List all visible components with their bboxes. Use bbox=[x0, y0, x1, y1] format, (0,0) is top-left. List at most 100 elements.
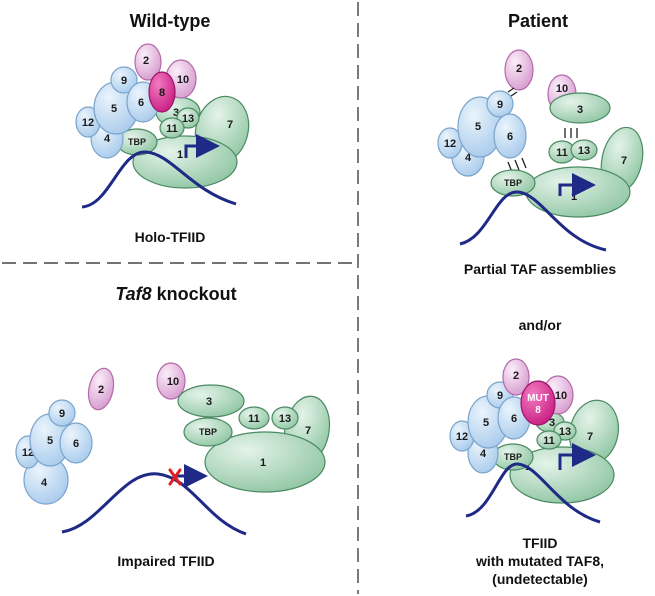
mut-label-line1: MUT bbox=[527, 393, 549, 404]
panel-title: Wild-type bbox=[130, 11, 211, 31]
panel-wildtype: Wild-type 7 1 3 13 11 TBP 4 12 5 9 6 10 … bbox=[75, 11, 250, 245]
panel-dividers bbox=[2, 2, 359, 594]
subunit-9: 9 bbox=[486, 90, 514, 118]
panel-caption: Impaired TFIID bbox=[117, 553, 214, 569]
subunit-2: 2 bbox=[504, 49, 534, 91]
svg-text:4: 4 bbox=[104, 133, 111, 145]
svg-text:6: 6 bbox=[73, 438, 79, 450]
svg-text:1: 1 bbox=[260, 457, 266, 469]
panel-title: Patient bbox=[508, 11, 568, 31]
subunit-3: 3 bbox=[177, 384, 245, 418]
transcription-arrow bbox=[558, 173, 596, 197]
svg-text:4: 4 bbox=[480, 448, 487, 460]
svg-text:3: 3 bbox=[549, 417, 555, 429]
svg-text:2: 2 bbox=[516, 63, 522, 75]
subunit-6: 6 bbox=[493, 113, 527, 159]
subunit-11: 11 bbox=[536, 430, 562, 450]
subunit-3: 3 bbox=[549, 92, 611, 124]
subunit-1: 1 bbox=[525, 166, 631, 218]
svg-text:6: 6 bbox=[138, 97, 144, 109]
svg-text:12: 12 bbox=[456, 431, 468, 443]
subunit-9: 9 bbox=[110, 66, 138, 94]
subunit-12: 12 bbox=[437, 127, 463, 159]
svg-text:13: 13 bbox=[182, 113, 194, 125]
svg-text:9: 9 bbox=[121, 75, 127, 87]
mutated-subunit-8: MUT 8 bbox=[520, 380, 556, 426]
svg-text:4: 4 bbox=[465, 152, 472, 164]
svg-text:13: 13 bbox=[578, 145, 590, 157]
svg-text:9: 9 bbox=[497, 99, 503, 111]
svg-text:7: 7 bbox=[587, 431, 593, 443]
svg-text:3: 3 bbox=[206, 396, 212, 408]
svg-text:1: 1 bbox=[571, 191, 577, 203]
svg-text:6: 6 bbox=[511, 413, 517, 425]
svg-text:TBP: TBP bbox=[199, 427, 217, 437]
subunit-13: 13 bbox=[570, 139, 598, 161]
svg-text:9: 9 bbox=[59, 408, 65, 420]
subunit-6: 6 bbox=[59, 422, 93, 464]
svg-text:5: 5 bbox=[47, 435, 53, 447]
subunit-10: 10 bbox=[156, 362, 186, 400]
connector-text: and/or bbox=[519, 317, 562, 333]
svg-text:3: 3 bbox=[577, 104, 583, 116]
subunit-8: 8 bbox=[148, 71, 176, 113]
svg-text:10: 10 bbox=[556, 83, 568, 95]
svg-text:6: 6 bbox=[507, 131, 513, 143]
panel-patient: Patient 2 10 4 12 5 9 6 3 7 1 11 13 TBP … bbox=[437, 11, 644, 277]
subunit-12: 12 bbox=[75, 106, 101, 138]
svg-text:11: 11 bbox=[248, 413, 260, 425]
caption-line-2: with mutated TAF8, bbox=[475, 553, 604, 569]
svg-text:1: 1 bbox=[177, 149, 183, 161]
svg-text:TBP: TBP bbox=[504, 452, 522, 462]
subunit-11: 11 bbox=[159, 117, 185, 139]
svg-text:5: 5 bbox=[475, 121, 481, 133]
svg-text:11: 11 bbox=[166, 123, 178, 135]
svg-text:13: 13 bbox=[279, 413, 291, 425]
subunit-1: 1 bbox=[204, 431, 326, 493]
svg-text:11: 11 bbox=[543, 435, 555, 447]
subunit-TBP: TBP bbox=[183, 417, 233, 447]
svg-text:12: 12 bbox=[444, 138, 456, 150]
caption-line-3: (undetectable) bbox=[492, 571, 588, 587]
svg-text:TBP: TBP bbox=[504, 178, 522, 188]
transcription-arrow bbox=[558, 443, 596, 470]
svg-text:5: 5 bbox=[111, 103, 117, 115]
transcription-arrow bbox=[184, 134, 220, 158]
dna-strand bbox=[465, 462, 601, 524]
panel-caption: Holo-TFIID bbox=[135, 229, 206, 245]
panel-caption: Partial TAF assemblies bbox=[464, 261, 616, 277]
svg-text:7: 7 bbox=[621, 155, 627, 167]
svg-text:2: 2 bbox=[98, 384, 104, 396]
dna-strand bbox=[81, 150, 237, 209]
panel-mutated: and/or 7 1 3 13 11 TBP 4 12 5 9 6 10 2 M… bbox=[449, 317, 620, 587]
dna-strand bbox=[61, 472, 247, 536]
svg-text:TBP: TBP bbox=[128, 137, 146, 147]
svg-text:10: 10 bbox=[555, 390, 567, 402]
svg-text:9: 9 bbox=[497, 390, 503, 402]
mut-label-line2: 8 bbox=[535, 405, 541, 416]
subunit-TBP: TBP bbox=[490, 169, 536, 197]
subunit-2: 2 bbox=[134, 43, 162, 81]
svg-text:8: 8 bbox=[159, 87, 165, 99]
svg-text:2: 2 bbox=[143, 55, 149, 67]
subunit-2: 2 bbox=[87, 367, 115, 411]
svg-text:7: 7 bbox=[305, 425, 311, 437]
panel-knockout: Taf8 knockout 2 10 4 12 5 9 6 7 1 3 11 1… bbox=[15, 284, 331, 569]
subunit-9: 9 bbox=[48, 399, 76, 427]
dna-strand bbox=[459, 190, 607, 252]
svg-text:3: 3 bbox=[173, 107, 179, 119]
svg-text:13: 13 bbox=[559, 426, 571, 438]
svg-text:11: 11 bbox=[556, 147, 568, 159]
svg-text:5: 5 bbox=[483, 417, 489, 429]
svg-text:12: 12 bbox=[82, 117, 94, 129]
svg-text:2: 2 bbox=[513, 370, 519, 382]
caption-line-1: TFIID bbox=[523, 535, 558, 551]
panel-title: Taf8 knockout bbox=[115, 284, 236, 304]
subunit-13: 13 bbox=[271, 406, 299, 430]
blocked-transcription-icon bbox=[168, 468, 182, 486]
subunit-2: 2 bbox=[502, 358, 530, 396]
subunit-11: 11 bbox=[238, 406, 270, 430]
svg-text:10: 10 bbox=[167, 376, 179, 388]
svg-text:4: 4 bbox=[41, 477, 48, 489]
